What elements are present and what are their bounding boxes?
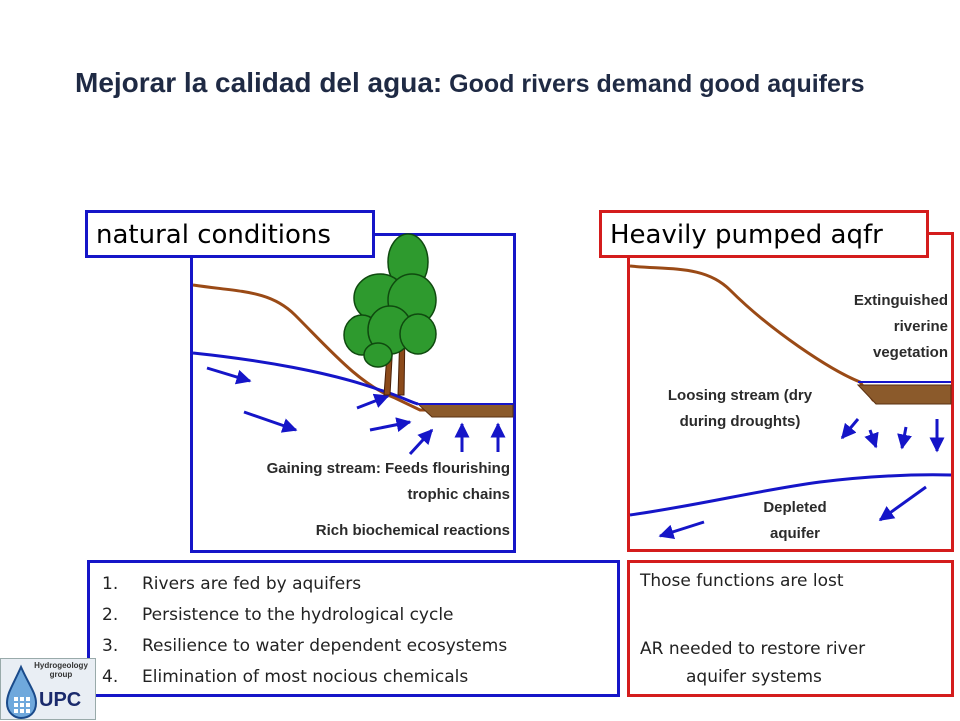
list-item: 2.Persistence to the hydrological cycle — [102, 605, 454, 625]
gaining-stream-label: Gaining stream: Feeds flourishing trophi… — [210, 456, 510, 508]
water-drop-icon — [5, 664, 38, 720]
heavily-pumped-label: Heavily pumped aqfr — [599, 210, 929, 258]
loosing-line2: during droughts) — [679, 413, 801, 430]
logo-group-text: Hydrogeology group — [34, 661, 88, 679]
benefits-list: 1.Rivers are fed by aquifers 2.Persisten… — [90, 563, 617, 693]
ar-needed-line2: aquifer systems — [686, 667, 822, 687]
slide-title: Mejorar la calidad del agua: Good rivers… — [75, 64, 895, 107]
right-water-table — [629, 473, 952, 517]
gaining-stream-line2: trophic chains — [407, 486, 510, 503]
natural-conditions-label: natural conditions — [85, 210, 375, 258]
title-part1: Mejorar la calidad del agua: — [75, 67, 443, 98]
functions-lost-text: Those functions are lost — [640, 571, 844, 591]
left-water-table — [192, 351, 419, 406]
right-ground-surface — [629, 264, 951, 402]
rich-reactions-label: Rich biochemical reactions — [315, 522, 510, 539]
depleted-aquifer-label: Depleted aquifer — [745, 495, 845, 547]
title-part2: Good rivers demand good aquifers — [442, 70, 865, 98]
tree-icon — [343, 233, 437, 396]
loosing-stream-label: Loosing stream (dry during droughts) — [640, 383, 840, 435]
left-river-bed — [416, 403, 514, 418]
extinguished-line2: riverine — [893, 318, 948, 335]
gaining-stream-line1: Gaining stream: Feeds flourishing — [266, 460, 510, 477]
depleted-line1: Depleted — [763, 499, 827, 516]
extinguished-vegetation-label: Extinguished riverine vegetation — [800, 288, 948, 366]
right-river-bed — [856, 384, 952, 405]
logo-upc-text: UPC — [39, 689, 82, 711]
upc-hydrogeology-logo: Hydrogeology group UPC — [0, 658, 96, 720]
loosing-line1: Loosing stream (dry — [667, 387, 813, 404]
list-item: 4.Elimination of most nocious chemicals — [102, 667, 469, 687]
right-flow-arrows — [658, 418, 945, 540]
extinguished-line1: Extinguished — [853, 292, 948, 309]
list-item: 1.Rivers are fed by aquifers — [102, 574, 362, 594]
functions-lost-box: Those functions are lost AR needed to re… — [627, 560, 954, 697]
benefits-list-box: 1.Rivers are fed by aquifers 2.Persisten… — [87, 560, 620, 697]
left-flow-arrows — [206, 366, 506, 456]
list-item: 3.Resilience to water dependent ecosyste… — [102, 636, 508, 656]
ar-needed-text: AR needed to restore river aquifer syste… — [640, 635, 940, 691]
ar-needed-line1: AR needed to restore river — [640, 639, 866, 659]
extinguished-line3: vegetation — [872, 344, 948, 361]
depleted-line2: aquifer — [769, 525, 820, 542]
